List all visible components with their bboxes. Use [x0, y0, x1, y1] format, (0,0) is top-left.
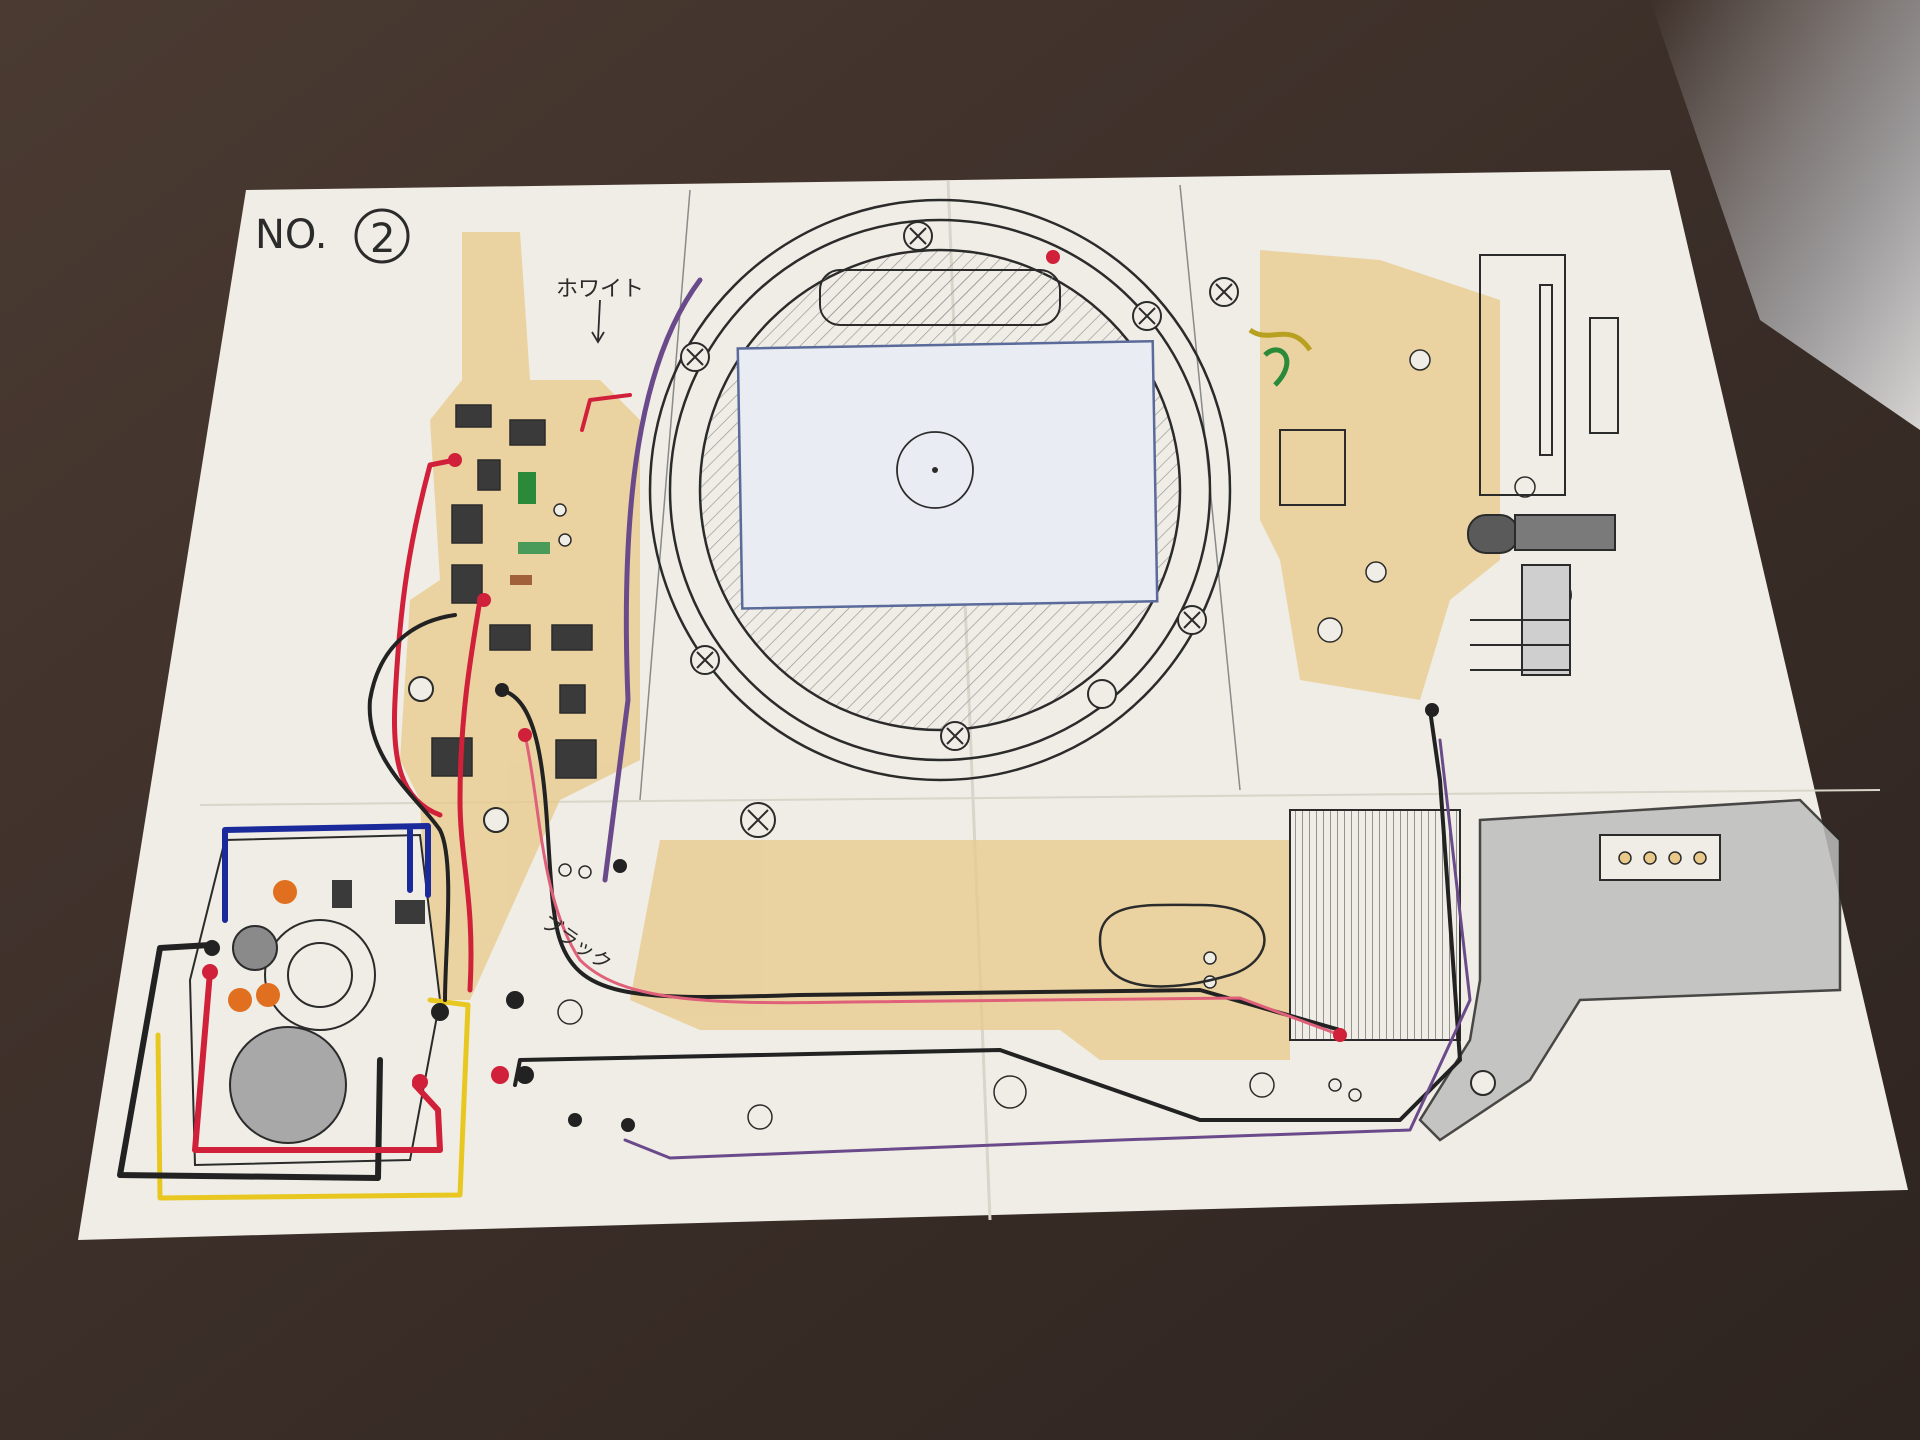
plastic-cover-glare: [1650, 0, 1920, 430]
pink-wire-long: [523, 733, 1342, 1037]
svg-text:ホワイト: ホワイト: [556, 277, 644, 302]
svg-text:NO.: NO.: [255, 212, 328, 258]
svg-text:2: 2: [370, 216, 395, 262]
blue-wire: [222, 823, 431, 923]
red-wire-left: [192, 969, 443, 1153]
green-resistor: [518, 542, 550, 554]
right-switch-assembly: [1279, 254, 1619, 676]
red-wire-top: [580, 393, 632, 432]
right-bottom-bracket: [1418, 798, 1842, 1142]
black-wire-long: [498, 688, 1342, 1032]
black-wire-left: [117, 942, 383, 1181]
hatched-block: [1289, 809, 1461, 1041]
slot-outline: [1098, 903, 1266, 988]
brown-resistor: [510, 575, 532, 585]
green-yellow-wire-knot: [1248, 327, 1313, 387]
red-wire-mid: [457, 597, 483, 993]
wire-terminals: [202, 453, 1439, 1132]
green-component: [518, 472, 536, 504]
purple-wire-vertical: [602, 277, 703, 883]
sheet-number-label: NO. 2: [255, 208, 410, 264]
lens-mount-outline: [648, 198, 1232, 782]
red-wire-upper: [391, 457, 458, 818]
ic-chips: [431, 404, 597, 779]
red-dot-marker: [1046, 250, 1060, 264]
annotation-white: ホワイト: [556, 277, 644, 344]
yellow-wire: [155, 997, 471, 1201]
black-wire-right-vertical: [513, 708, 1462, 1122]
solder-pads: [553, 349, 1536, 1130]
wires: [117, 277, 1472, 1201]
purple-wire-bottom: [623, 738, 1472, 1160]
black-wire-upper: [367, 613, 457, 1002]
